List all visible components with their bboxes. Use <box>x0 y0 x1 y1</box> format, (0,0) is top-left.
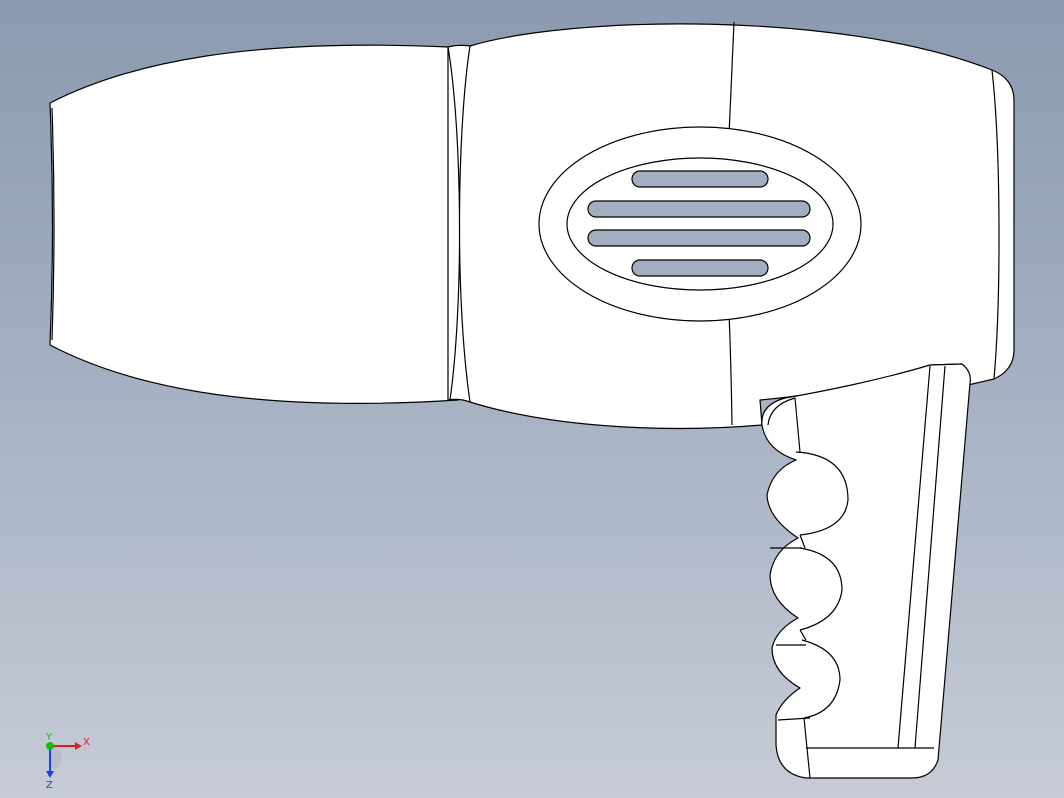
handle-edge <box>914 365 946 749</box>
grip-ridge <box>799 547 843 631</box>
handle-edge <box>767 365 931 779</box>
y-axis-label: Y <box>45 732 53 743</box>
nozzle-body[interactable] <box>49 44 459 405</box>
grip-ridge <box>801 639 841 719</box>
coordinate-triad: X Y Z <box>45 732 90 790</box>
vent-slot <box>587 200 811 218</box>
grip-ridge <box>795 451 849 536</box>
z-axis-label: Z <box>46 780 53 790</box>
x-axis-label: X <box>83 737 90 748</box>
handle[interactable] <box>761 363 971 779</box>
nozzle-seam <box>51 107 55 341</box>
vent-slot <box>587 229 811 247</box>
vent-inner-ring <box>566 157 834 291</box>
rear-cap-seam <box>991 69 1000 380</box>
vent-slot <box>631 170 769 188</box>
handle-edge <box>770 547 934 749</box>
connector-ring <box>447 45 471 403</box>
vent-slot <box>631 259 769 277</box>
